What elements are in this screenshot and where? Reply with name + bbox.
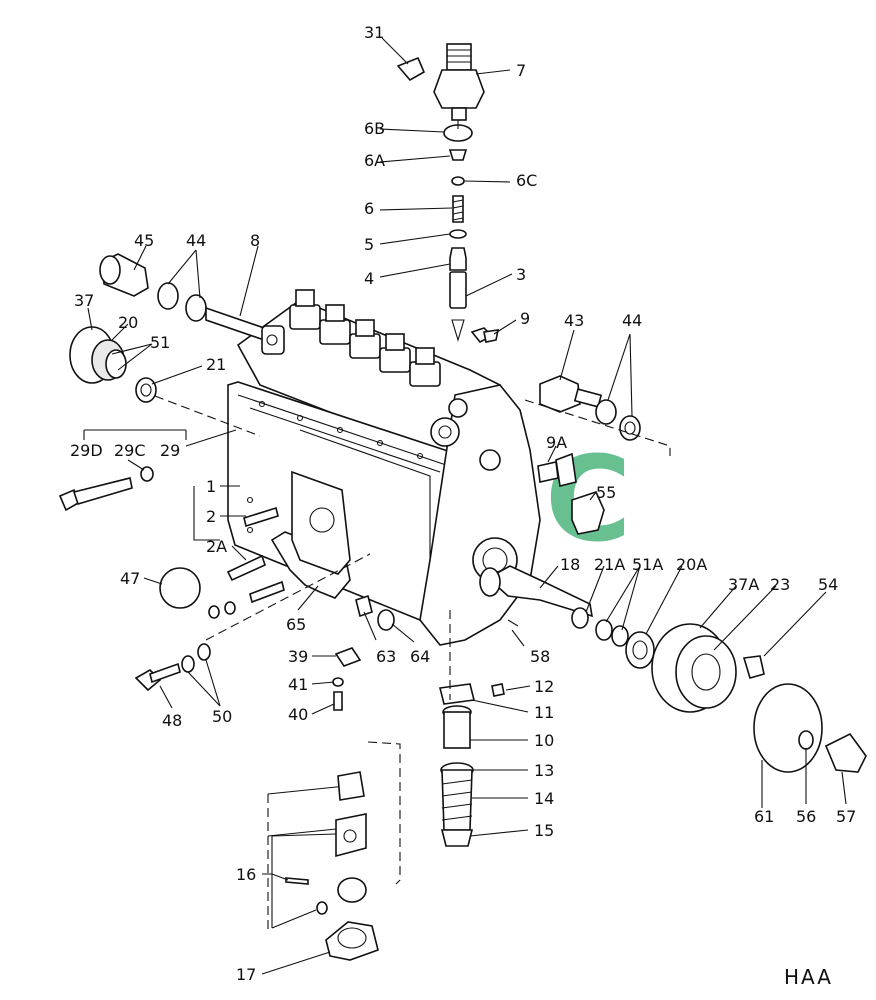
governor-parts [69,326,157,403]
label-44-left: 44 [186,231,206,250]
label-21a: 21A [594,555,625,574]
camshaft-group [479,565,765,713]
label-50: 50 [212,707,232,726]
label-7: 7 [516,61,526,80]
label-5: 5 [364,235,374,254]
label-47: 47 [120,569,140,588]
label-44-right: 44 [622,311,642,330]
right-upper-parts [539,375,641,441]
long-bolt [58,466,154,512]
label-54: 54 [818,575,838,594]
label-29: 29 [160,441,180,460]
label-43: 43 [564,311,584,330]
small-parts [332,594,519,711]
label-4: 4 [364,269,374,288]
label-58: 58 [530,647,550,666]
label-40: 40 [288,705,308,724]
label-11: 11 [534,703,554,722]
delivery-valve-holders [289,289,441,387]
label-8: 8 [250,231,260,250]
label-20a: 20A [676,555,707,574]
callout-labels: 31 7 6B 6A 6C 6 5 4 3 9 45 44 8 37 20 51… [70,23,856,984]
label-10: 10 [534,731,554,750]
label-13: 13 [534,761,554,780]
label-37a: 37A [728,575,759,594]
label-15: 15 [534,821,554,840]
label-6c: 6C [516,171,537,190]
leader-lines [83,37,847,975]
label-6b: 6B [364,119,385,138]
label-37: 37 [74,291,94,310]
label-2a: 2A [206,537,227,556]
label-64: 64 [410,647,430,666]
label-29d: 29D [70,441,103,460]
label-17: 17 [236,965,256,984]
label-41: 41 [288,675,308,694]
label-21: 21 [206,355,226,374]
label-56: 56 [796,807,816,826]
label-29c: 29C [114,441,146,460]
label-18: 18 [560,555,580,574]
label-2: 2 [206,507,216,526]
housing-rivets [246,400,424,534]
lower-right-parts [753,683,867,773]
lower-left-parts [134,643,211,692]
assembly-lines [154,120,671,885]
label-9: 9 [520,309,530,328]
label-16: 16 [236,865,256,884]
label-6a: 6A [364,151,385,170]
studs [159,506,285,619]
label-14: 14 [534,789,554,808]
label-3: 3 [516,265,526,284]
label-6: 6 [364,199,374,218]
label-9a: 9A [546,433,567,452]
label-23: 23 [770,575,790,594]
label-61: 61 [754,807,774,826]
label-12: 12 [534,677,554,696]
bottom-parts [267,771,379,961]
label-65: 65 [286,615,306,634]
plunger-stack [439,683,475,847]
label-51: 51 [150,333,170,352]
label-31: 31 [364,23,384,42]
label-39: 39 [288,647,308,666]
figure-code: HAA [784,965,833,989]
label-1: 1 [206,477,216,496]
label-48: 48 [162,711,182,730]
label-51a: 51A [632,555,663,574]
side-plate [291,470,351,575]
label-63: 63 [376,647,396,666]
left-upper-parts [99,253,285,355]
label-55: 55 [596,483,616,502]
label-57: 57 [836,807,856,826]
label-20: 20 [118,313,138,332]
right-mid-parts [537,452,605,535]
delivery-valve-assembly [396,43,500,344]
label-45: 45 [134,231,154,250]
